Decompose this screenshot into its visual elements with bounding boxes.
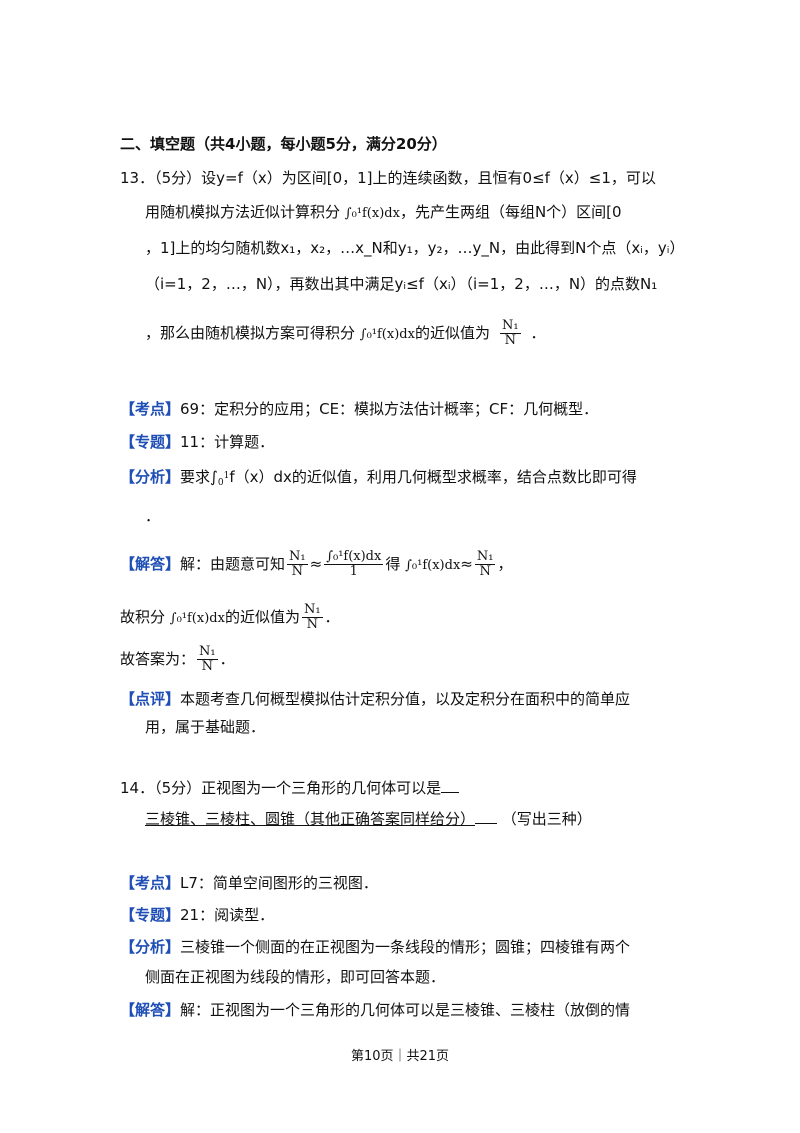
q13-answer-den: N [504, 333, 516, 348]
q13-stem-1: （5分）设y=f（x）为区间[0，1]上的连续函数，且恒有0≤f（x）≤1，可以 [154, 169, 656, 187]
dianping-tag: 【点评】 [120, 690, 181, 708]
q13-answer-num: N₁ [499, 318, 521, 334]
q14-zhuanti: 【专题】21：阅读型． [120, 906, 275, 924]
q13-zhuanti: 【专题】11：计算题． [120, 431, 274, 453]
q14-fenxi-2: 侧面在正视图为线段的情形，即可回答本题． [145, 968, 446, 986]
q14-jieda: 【解答】解：正视图为一个三角形的几何体可以是三棱锥、三棱柱（放倒的情 [120, 1001, 631, 1019]
q13-fenxi-a: 要求∫ [180, 468, 218, 486]
q13-dianping: 【点评】本题考查几何概型模拟估计定积分值，以及定积分在面积中的简单应 [120, 690, 631, 708]
q13-kaodian-text: 69：定积分的应用；CE：模拟方法估计概率；CF：几何概型． [180, 400, 599, 418]
q13-kaodian: 【考点】69：定积分的应用；CE：模拟方法估计概率；CF：几何概型． [120, 398, 598, 420]
q13-stem-2a: 用随机模拟方法近似计算积分 [145, 203, 341, 221]
section-title: 二、填空题（共4小题，每小题5分，满分20分） [120, 135, 447, 153]
q13-zhuanti-text: 11：计算题． [180, 433, 275, 451]
kaodian-tag: 【考点】 [120, 400, 181, 418]
q14-line1: 14．（5分）正视图为一个三角形的几何体可以是 [120, 777, 460, 799]
fenxi-tag: 【分析】 [120, 468, 181, 486]
q14-answer: 三棱锥、三棱柱、圆锥（其他正确答案同样给分） [145, 810, 476, 828]
q13-fenxi-end: ． [145, 507, 161, 525]
q13-integral-2: ∫₀¹f(x)dx [359, 327, 415, 342]
q13-fenxi: 【分析】要求∫01f（x）dx的近似值，利用几何概型求概率，结合点数比即可得 [120, 468, 637, 488]
q14-line2: 三棱锥、三棱柱、圆锥（其他正确答案同样给分） （写出三种） [145, 810, 592, 828]
jieda-tag: 【解答】 [120, 555, 181, 573]
q13-fenxi-b: f（x）dx的近似值，利用几何概型求概率，结合点数比即可得 [229, 468, 637, 486]
q13-integral-1: ∫₀¹f(x)dx [344, 206, 400, 221]
q14-number: 14． [120, 779, 155, 797]
q14-kaodian: 【考点】L7：简单空间图形的三视图． [120, 874, 378, 892]
q13-line4: （i=1，2，…，N），再数出其中满足yᵢ≤f（xᵢ）（i=1，2，…，N）的点… [145, 275, 658, 293]
q13-jieda-a: 解：由题意可知 [180, 555, 286, 573]
q13-number: 13． [120, 169, 155, 187]
q13-line1: 13．（5分）设y=f（x）为区间[0，1]上的连续函数，且恒有0≤f（x）≤1… [120, 167, 656, 189]
q13-stem-5b: 的近似值为 [414, 324, 490, 342]
q13-line3: ，1]上的均匀随机数x₁，x₂，…x_N和y₁，y₂，…y_N，由此得到N个点（… [145, 239, 685, 257]
q13-stem-5a: ，那么由随机模拟方案可得积分 [145, 324, 356, 342]
page-footer: 第10页｜共21页 [350, 1049, 450, 1064]
q13-dianping-2: 用，属于基础题． [145, 718, 266, 736]
zhuanti-tag: 【专题】 [120, 433, 181, 451]
q14-blank-start [441, 778, 460, 793]
q13-guji-integral: ∫₀¹f(x)dx [169, 611, 225, 626]
q13-jieda-integral: ∫₀¹f(x)dx [405, 558, 461, 573]
q13-line2: 用随机模拟方法近似计算积分 ∫₀¹f(x)dx，先产生两组（每组N个）区间[0 [145, 201, 622, 225]
q13-stem-2b: ，先产生两组（每组N个）区间[0 [399, 203, 622, 221]
q14-fenxi: 【分析】三棱锥一个侧面的在正视图为一条线段的情形；圆锥；四棱锥有两个 [120, 938, 631, 956]
